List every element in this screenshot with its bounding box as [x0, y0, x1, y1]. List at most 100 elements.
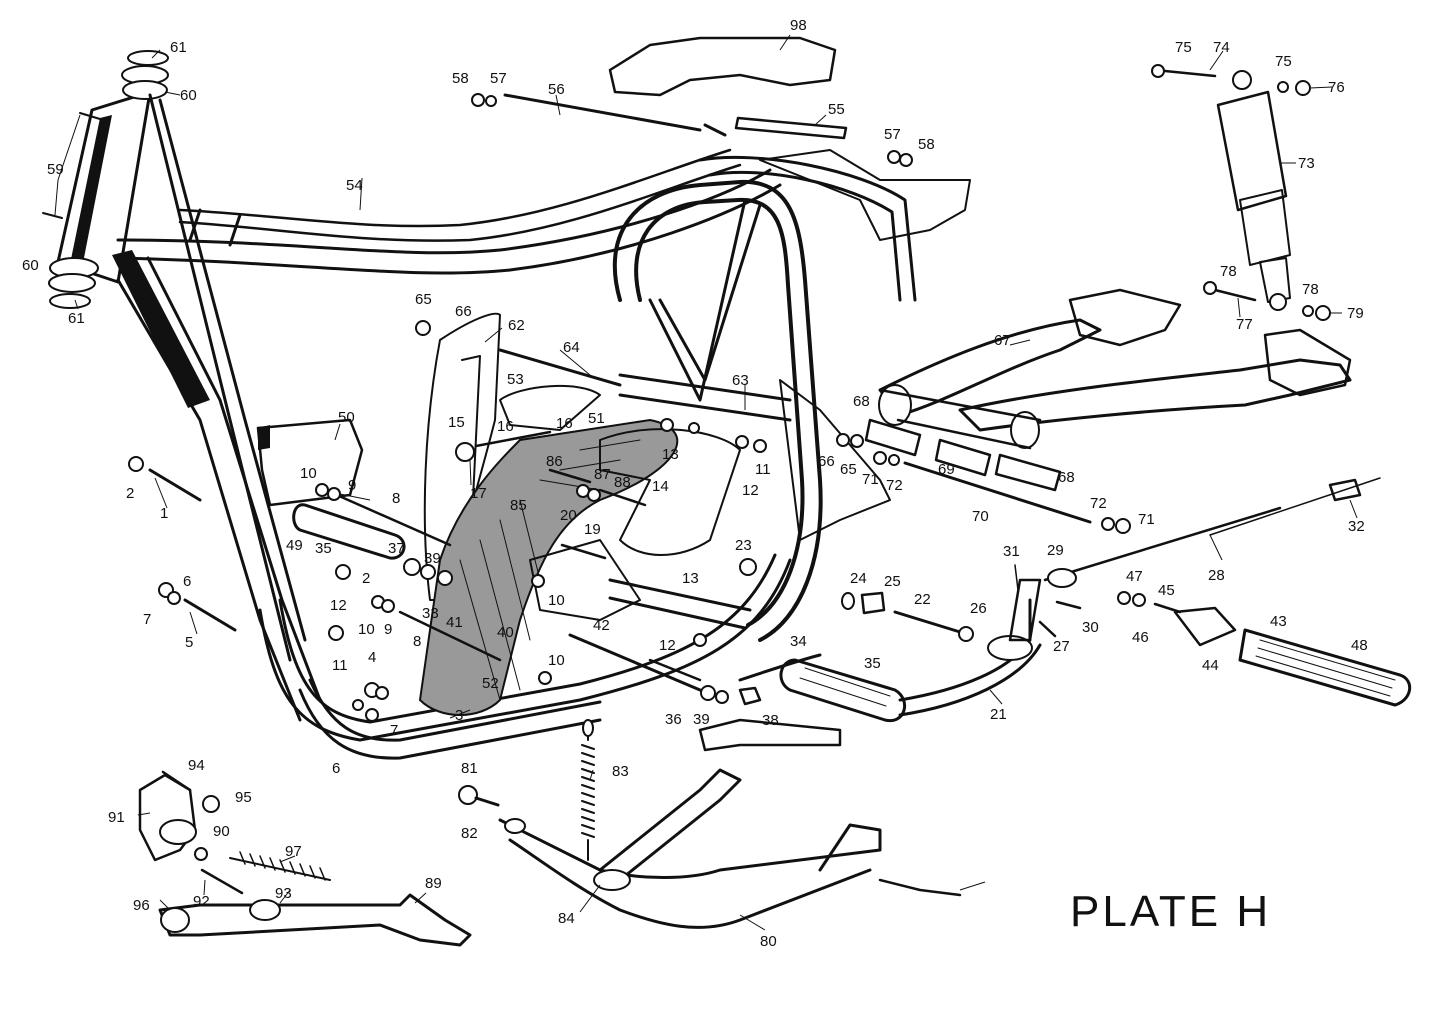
callout-label-c33: 33	[422, 605, 439, 622]
callout-label-c87: 87	[594, 466, 611, 483]
callout-label-c28: 28	[1208, 567, 1225, 584]
callout-label-c54: 54	[346, 177, 363, 194]
callout-label-c42: 42	[593, 617, 610, 634]
main-frame-drawing	[42, 50, 971, 760]
callout-label-c93: 93	[275, 885, 292, 902]
callout-label-c35a: 35	[315, 540, 332, 557]
callout-label-c7a: 7	[143, 611, 151, 628]
callout-label-c24: 24	[850, 570, 867, 587]
callout-label-c12b: 12	[330, 597, 347, 614]
callout-label-c73: 73	[1298, 155, 1315, 172]
callout-label-c66a: 66	[455, 303, 472, 320]
callout-label-c94: 94	[188, 757, 205, 774]
callout-label-c97: 97	[285, 843, 302, 860]
callout-label-c30: 30	[1082, 619, 1099, 636]
callout-label-c52: 52	[482, 675, 499, 692]
callout-label-c70: 70	[972, 508, 989, 525]
callout-label-c62: 62	[508, 317, 525, 334]
callout-label-c61a: 61	[170, 39, 187, 56]
callout-label-c88: 88	[614, 474, 631, 491]
callout-label-c16a: 16	[497, 418, 514, 435]
callout-label-c35b: 35	[864, 655, 881, 672]
callout-label-c61b: 61	[68, 310, 85, 327]
callout-label-c57b: 57	[884, 126, 901, 143]
callout-label-c91: 91	[108, 809, 125, 826]
callout-label-c56: 56	[548, 81, 565, 98]
callout-label-c63: 63	[732, 372, 749, 389]
callout-label-c81: 81	[461, 760, 478, 777]
callout-label-c53: 53	[507, 371, 524, 388]
callout-label-c67: 67	[994, 332, 1011, 349]
callout-label-c89: 89	[425, 875, 442, 892]
callout-label-c74: 74	[1213, 39, 1230, 56]
callout-label-c66b: 66	[818, 453, 835, 470]
plate-title: PLATE H	[1070, 887, 1271, 936]
callout-label-c75b: 75	[1275, 53, 1292, 70]
callout-label-c14: 14	[652, 478, 669, 495]
callout-label-c10b: 10	[358, 621, 375, 638]
callout-label-c2b: 2	[362, 570, 370, 587]
callout-label-c76: 76	[1328, 79, 1345, 96]
callout-label-c80: 80	[760, 933, 777, 950]
callout-label-c10d: 10	[548, 652, 565, 669]
callout-label-c57a: 57	[490, 70, 507, 87]
callout-label-c37: 37	[388, 540, 405, 557]
callout-label-c32: 32	[1348, 518, 1365, 535]
callout-label-c72b: 72	[1090, 495, 1107, 512]
callout-label-c10c: 10	[548, 592, 565, 609]
callout-label-c71b: 71	[1138, 511, 1155, 528]
callout-label-c8a: 8	[392, 490, 400, 507]
callout-label-c11b: 11	[332, 657, 348, 674]
callout-label-c65b: 65	[840, 461, 857, 478]
callout-label-c79: 79	[1347, 305, 1364, 322]
callout-label-c96: 96	[133, 897, 150, 914]
callout-label-c47: 47	[1126, 568, 1143, 585]
callout-label-c20: 20	[560, 507, 577, 524]
callout-label-c58a: 58	[452, 70, 469, 87]
callout-label-c16b: 16	[556, 415, 573, 432]
callout-label-c68a: 68	[853, 393, 870, 410]
callout-label-c45: 45	[1158, 582, 1175, 599]
callout-label-c15: 15	[448, 414, 465, 431]
callout-label-c26: 26	[970, 600, 987, 617]
callout-label-c98: 98	[790, 17, 807, 34]
callout-label-c23: 23	[735, 537, 752, 554]
callout-label-c46: 46	[1132, 629, 1149, 646]
callout-label-c72a: 72	[886, 477, 903, 494]
callout-label-c6b: 6	[332, 760, 340, 777]
callout-label-c90: 90	[213, 823, 230, 840]
callout-label-c13a: 13	[662, 446, 679, 463]
callout-label-c7b: 7	[390, 722, 398, 739]
callout-label-c58b: 58	[918, 136, 935, 153]
callout-label-c6a: 6	[183, 573, 191, 590]
callout-label-c13b: 13	[682, 570, 699, 587]
callout-label-c69: 69	[938, 461, 955, 478]
callout-label-c71a: 71	[862, 471, 879, 488]
callout-label-c65a: 65	[415, 291, 432, 308]
callout-label-c78b: 78	[1302, 281, 1319, 298]
callout-label-c12a: 12	[742, 482, 759, 499]
callout-label-c41: 41	[446, 614, 463, 631]
callout-label-c39b: 39	[693, 711, 710, 728]
callout-label-c8b: 8	[413, 633, 421, 650]
callout-label-c84: 84	[558, 910, 575, 927]
callout-label-c9b: 9	[384, 621, 392, 638]
callout-label-c36: 36	[665, 711, 682, 728]
callout-label-c31: 31	[1003, 543, 1020, 560]
callout-label-c86: 86	[546, 453, 563, 470]
callout-label-c51: 51	[588, 410, 605, 427]
callout-label-c38: 38	[762, 712, 779, 729]
callout-label-c60b: 60	[22, 257, 39, 274]
callout-label-c19: 19	[584, 521, 601, 538]
callout-label-c12c: 12	[659, 637, 676, 654]
callout-label-c27: 27	[1053, 638, 1070, 655]
callout-label-c39a: 39	[424, 550, 441, 567]
callout-label-c77: 77	[1236, 316, 1253, 333]
callout-label-c22: 22	[914, 591, 931, 608]
callout-label-c3: 3	[455, 707, 463, 724]
callout-label-c9a: 9	[348, 477, 356, 494]
callout-label-c95: 95	[235, 789, 252, 806]
callout-label-c85: 85	[510, 497, 527, 514]
